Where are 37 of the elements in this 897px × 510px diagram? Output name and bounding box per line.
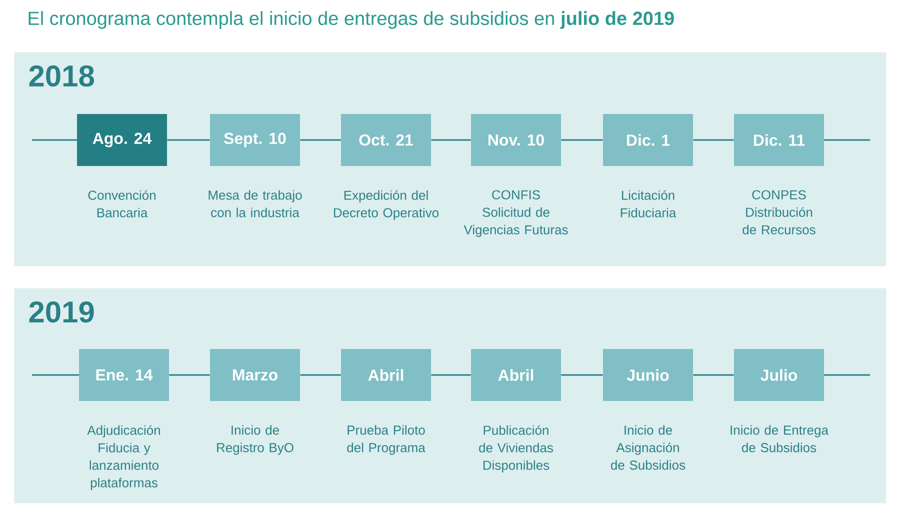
milestone-description: Inicio de Entrega de Subsidios bbox=[730, 425, 828, 452]
date-box: Oct. 21 bbox=[341, 114, 431, 166]
year-heading: 2019 bbox=[29, 301, 94, 323]
title: El cronograma contempla el inicio de entregas de subsidios en julio de 2019 bbox=[28, 11, 674, 29]
milestone-description: Prueba Piloto del Programa bbox=[347, 425, 426, 455]
date-box: Dic. 1 bbox=[603, 114, 693, 166]
date-box: Nov. 10 bbox=[471, 114, 561, 166]
milestone-description: Inicio de Registro ByO bbox=[217, 425, 294, 455]
milestone-description: Publicación de Viviendas Disponibles bbox=[479, 425, 553, 472]
date-box: Sept. 10 bbox=[210, 114, 300, 166]
date-box: Abril bbox=[471, 349, 561, 401]
timeline-connector bbox=[431, 374, 471, 376]
milestone-description: Expedición del Decreto Operativo bbox=[334, 190, 439, 220]
timeline-connector bbox=[693, 374, 734, 376]
timeline-connector bbox=[561, 139, 603, 141]
date-box: Dic. 11 bbox=[734, 114, 824, 166]
milestone-description: Mesa de trabajo con la industria bbox=[208, 190, 302, 218]
timeline-connector bbox=[300, 374, 341, 376]
date-box: Julio bbox=[734, 349, 824, 401]
timeline-connector bbox=[561, 374, 603, 376]
date-box: Ago. 24 bbox=[77, 114, 167, 166]
timeline-connector bbox=[300, 139, 341, 141]
date-box: Ene. 14 bbox=[79, 349, 169, 401]
timeline-connector bbox=[167, 139, 210, 141]
timeline-connector bbox=[431, 139, 471, 141]
milestone-description: CONFIS Solicitud de Vigencias Futuras bbox=[464, 190, 568, 237]
milestone-description: Adjudicación Fiducia y lanzamiento plataformas bbox=[87, 425, 160, 490]
date-box: Marzo bbox=[210, 349, 300, 401]
year-heading: 2018 bbox=[29, 65, 94, 87]
milestone-description: Convención Bancaria bbox=[88, 190, 156, 218]
date-box: Abril bbox=[341, 349, 431, 401]
milestone-description: Licitación Fiduciaria bbox=[620, 190, 676, 218]
timeline-connector bbox=[169, 374, 210, 376]
milestone-description: Inicio de Asignación de Subsidios bbox=[610, 425, 686, 470]
date-box: Junio bbox=[603, 349, 693, 401]
timeline-connector bbox=[693, 139, 734, 141]
milestone-description: CONPES Distribución de Recursos bbox=[742, 190, 816, 234]
